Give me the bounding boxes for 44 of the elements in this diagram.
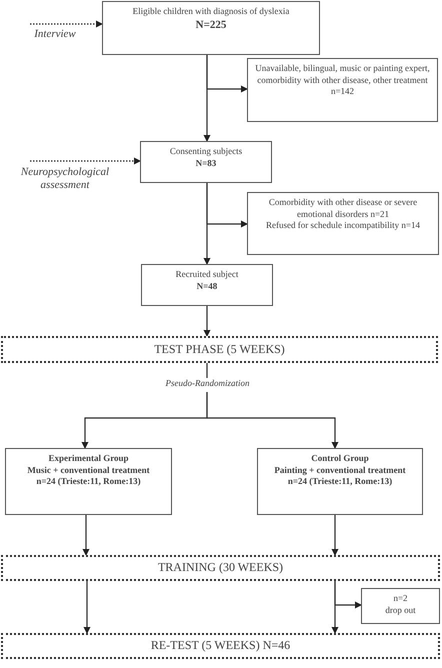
box-text: n=2 — [393, 593, 408, 605]
box-text: n=24 (Trieste:11, Rome:13) — [36, 476, 141, 488]
process-box — [247, 58, 438, 122]
box-text: Eligible children with diagnosis of dyslexia — [132, 6, 290, 18]
process-box — [361, 588, 440, 624]
box-text: Experimental Group — [48, 453, 129, 465]
box-text: Painting + conventional treatment — [274, 464, 406, 476]
box-text: Refused for schedule incompatibility n=14 — [266, 220, 420, 232]
box-text: TEST PHASE (5 WEEKS) — [154, 342, 285, 358]
box-text: RE-TEST (5 WEEKS) N=46 — [150, 638, 290, 654]
arrow — [206, 392, 338, 449]
phase-band — [1, 633, 440, 659]
box-text: Comorbidity with other disease or severe emotional disorders n=21 — [268, 197, 418, 220]
process-box — [141, 264, 273, 306]
process-box — [102, 1, 320, 55]
box-text: Recruited subject — [176, 269, 238, 281]
box-text: N=48 — [196, 280, 218, 292]
box-text: Control Group — [311, 453, 369, 465]
process-box — [257, 448, 423, 515]
box-text: N=225 — [196, 18, 226, 32]
phase-band — [1, 336, 438, 363]
arrow — [334, 581, 362, 608]
box-text: Consenting subjects — [170, 146, 242, 158]
box-text: n=142 — [330, 86, 354, 98]
box-text: N=83 — [196, 158, 216, 170]
arrow — [30, 20, 103, 28]
arrow — [30, 158, 141, 164]
arrow — [206, 55, 248, 92]
arrow — [82, 515, 90, 556]
arrow — [332, 515, 338, 556]
box-text: drop out — [385, 604, 416, 616]
box-text: n=24 (Trieste:11, Rome:13) — [288, 476, 392, 488]
process-box — [140, 141, 272, 183]
phase-band — [1, 555, 440, 581]
edge-label: Interview — [33, 28, 77, 42]
box-text: TRAINING (30 WEEKS) — [158, 560, 284, 576]
arrow — [204, 306, 210, 337]
step-label: Pseudo-Randomization — [140, 378, 275, 392]
arrow — [84, 581, 90, 634]
arrow — [206, 183, 248, 228]
process-box — [5, 448, 172, 515]
process-box — [247, 192, 439, 255]
box-text: Music + conventional treatment — [27, 464, 150, 476]
edge-label: Neuropsychological assessment — [20, 166, 110, 192]
